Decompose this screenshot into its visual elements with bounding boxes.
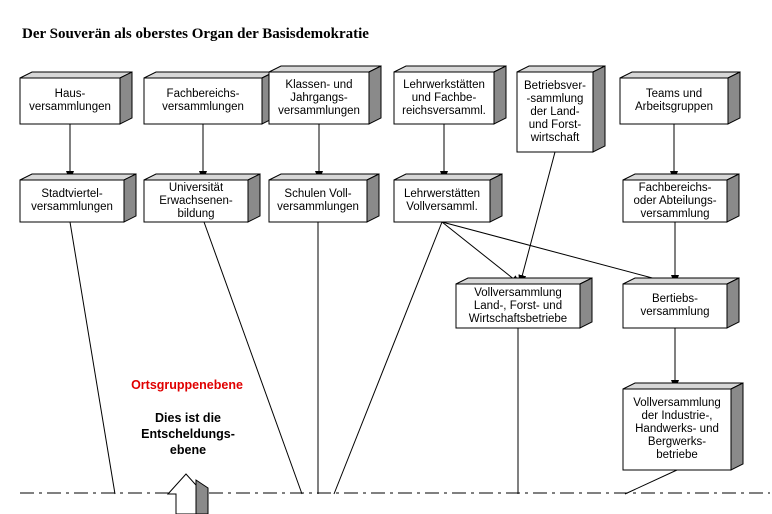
line-lehrwerk-voll-down [333, 221, 443, 495]
node-box-fachbereichs_abt [622, 173, 740, 223]
node-label-vv_land: Vollversammlung Land-, Forst- und Wirtsc… [468, 286, 568, 325]
node-label-lehrwerk: Lehrwerkstätten und Fachbe- reichsversam… [402, 78, 486, 117]
node-box-stadtviertel [19, 173, 137, 223]
node-box-vv_industrie [622, 382, 744, 471]
node-label-schulen: Schulen Voll- versammlungen [277, 188, 359, 213]
edge-betriebsver-to-vv_land [518, 151, 556, 285]
node-label-fachbereichs: Fachbereichs- versammlungen [162, 88, 244, 113]
node-box-teams [619, 71, 741, 125]
line-stadtviertel-down [69, 221, 116, 495]
edge-lehrwerk_voll-to-betriebs_vers [441, 221, 676, 286]
node-box-universitaet [143, 173, 261, 223]
up-arrow-shade [195, 479, 209, 514]
node-box-fachbereichs [143, 71, 275, 125]
node-box-schulen [268, 173, 380, 223]
node-label-vv_industrie: Vollversammlung der Industrie-, Handwerk… [633, 397, 721, 461]
node-box-haus [19, 71, 133, 125]
node-label-betriebsver: Betriebsver- -sammlung der Land- und For… [524, 79, 586, 144]
node-label-teams: Teams und Arbeitsgruppen [635, 88, 713, 113]
edge-lehrwerk_voll-to-vv_land [441, 221, 521, 285]
node-box-klassen [268, 65, 382, 125]
line-universitaet-down [203, 221, 303, 495]
node-label-universitaet: Universität Erwachsenen- bildung [159, 181, 233, 220]
node-box-betriebs_vers [622, 277, 740, 329]
node-box-vv_land [455, 277, 593, 329]
node-label-klassen: Klassen- und Jahrgangs- versammlungen [278, 78, 360, 117]
node-label-lehrwerk_voll: Lehrwerstätten Vollversamml. [403, 188, 481, 213]
line-vv-industrie-down [624, 469, 678, 495]
node-box-lehrwerk [393, 65, 507, 125]
node-label-betriebs_vers: Bertiebs- versammlung [640, 293, 710, 318]
node-label-haus: Haus- versammlungen [29, 88, 111, 113]
node-box-betriebsver [516, 65, 606, 153]
node-box-lehrwerk_voll [393, 173, 503, 223]
node-label-stadtviertel: Stadtviertel- versammlungen [31, 188, 113, 213]
node-label-fachbereichs_abt: Fachbereichs- oder Abteilungs- versammlu… [633, 181, 717, 220]
diagram-title: Der Souverän als oberstes Organ der Basi… [22, 26, 369, 42]
decision-level-label: Dies ist die Entscheldungs- ebene [141, 411, 235, 457]
level-label: Ortsgruppenebene [131, 378, 243, 392]
